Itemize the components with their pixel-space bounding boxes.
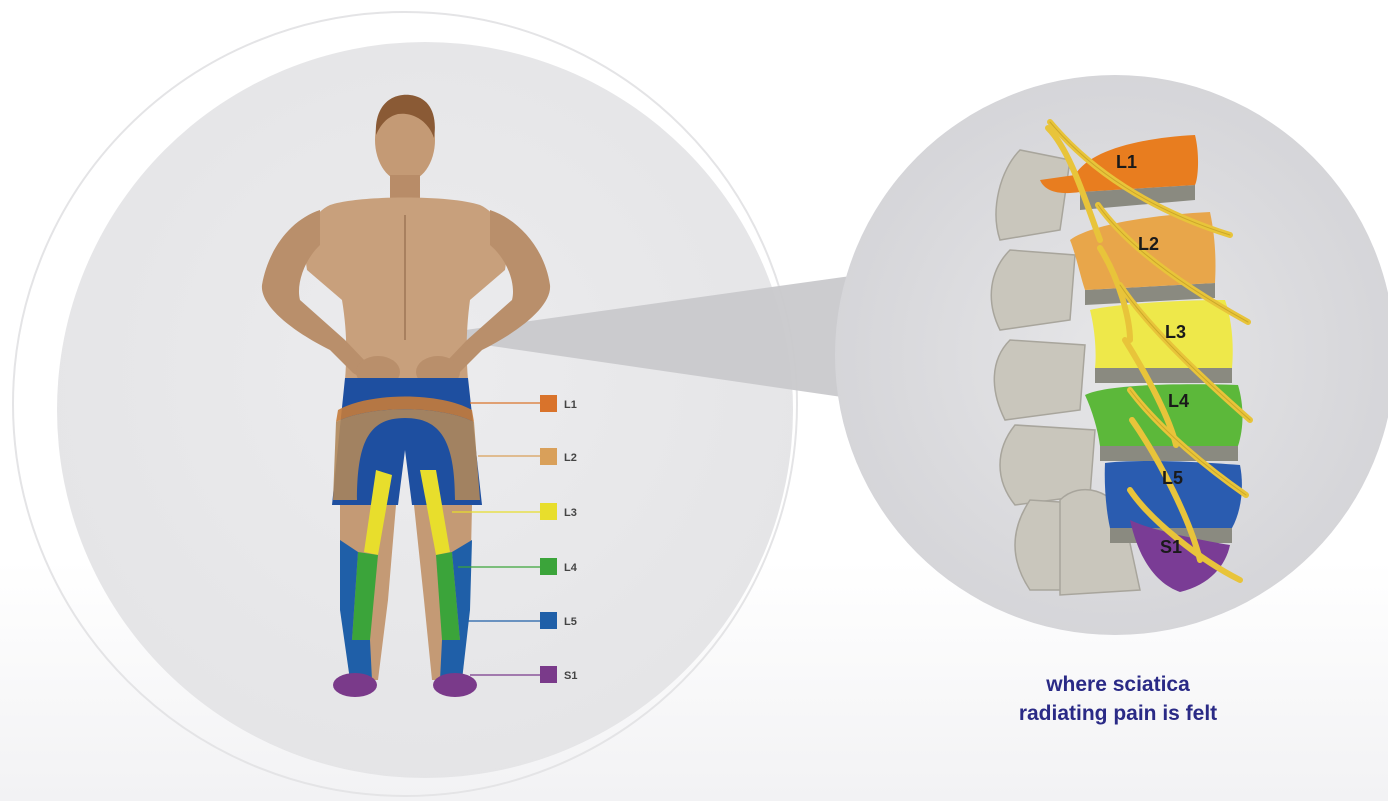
- legend-swatch-l2: [540, 448, 557, 465]
- legend-swatch-l5: [540, 612, 557, 629]
- vertebra-label-l4: L4: [1168, 391, 1189, 411]
- dermatome-s1-right-foot: [433, 673, 477, 697]
- legend-label-l5: L5: [564, 616, 577, 628]
- caption: where sciatica radiating pain is felt: [948, 670, 1288, 728]
- legend-swatch-l1: [540, 395, 557, 412]
- caption-line-1: where sciatica: [948, 670, 1288, 699]
- legend-label-l2: L2: [564, 452, 577, 464]
- vertebra-label-l1: L1: [1116, 152, 1137, 172]
- legend-label-l1: L1: [564, 399, 577, 411]
- vertebra-label-l5: L5: [1162, 468, 1183, 488]
- legend-label-s1: S1: [564, 670, 577, 682]
- vertebra-label-l3: L3: [1165, 322, 1186, 342]
- legend-label-l3: L3: [564, 507, 577, 519]
- vertebra-label-s1: S1: [1160, 537, 1182, 557]
- caption-line-2: radiating pain is felt: [948, 699, 1288, 728]
- legend-swatch-l4: [540, 558, 557, 575]
- vertebra-label-l2: L2: [1138, 234, 1159, 254]
- legend-label-l4: L4: [564, 562, 578, 574]
- legend-swatch-l3: [540, 503, 557, 520]
- dermatome-s1-left-foot: [333, 673, 377, 697]
- legend-swatch-s1: [540, 666, 557, 683]
